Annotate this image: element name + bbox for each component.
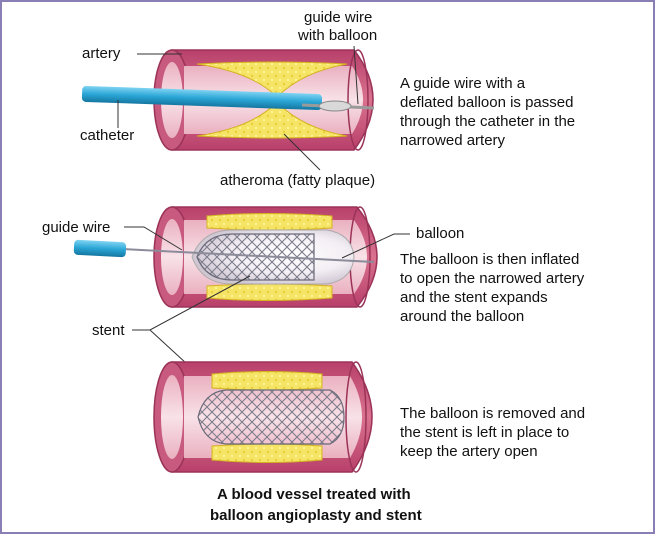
label-atheroma: atheroma (fatty plaque) [220,172,375,189]
label-balloon: balloon [416,225,464,242]
leader-atheroma [283,133,321,171]
step-3-text: The balloon is removed and the stent is … [400,405,585,460]
step-1-text: A guide wire with a deflated balloon is … [400,75,575,149]
label-stent: stent [92,322,125,339]
leader-guide-wire [124,226,183,251]
step-2-text: The balloon is then inflated to open the… [400,251,585,325]
step-1-line-2: deflated balloon is passed [400,94,573,111]
leader-balloon [341,233,410,259]
panel-2-balloon-stent [121,229,375,285]
step-2-line-3: and the stent expands [400,289,548,306]
step-3-line-2: the stent is left in place to [400,424,569,441]
panel-2-catheter [73,239,127,258]
step-1-line-1: A guide wire with a [400,75,526,92]
step-1-line-3: through the catheter in the [400,113,575,130]
panel-1-catheter [81,85,375,112]
label-catheter: catheter [80,127,134,144]
step-1-line-4: narrowed artery [400,132,506,149]
step-3-line-1: The balloon is removed and [400,405,585,422]
caption-line-1: A blood vessel treated with [217,486,411,503]
step-2-line-1: The balloon is then inflated [400,251,579,268]
step-2-line-2: to open the narrowed artery [400,270,585,287]
label-artery: artery [82,45,121,62]
step-2-line-4: around the balloon [400,308,524,325]
caption-line-2: balloon angioplasty and stent [210,507,422,524]
step-3-line-3: keep the artery open [400,443,538,460]
label-guide-wire-balloon-line2: with balloon [297,27,377,44]
label-guide-wire-balloon-line1: guide wire [304,9,372,26]
panel-3-stent [197,389,345,445]
label-guide-wire: guide wire [42,219,110,236]
leader-guide-wire-balloon [353,45,359,105]
